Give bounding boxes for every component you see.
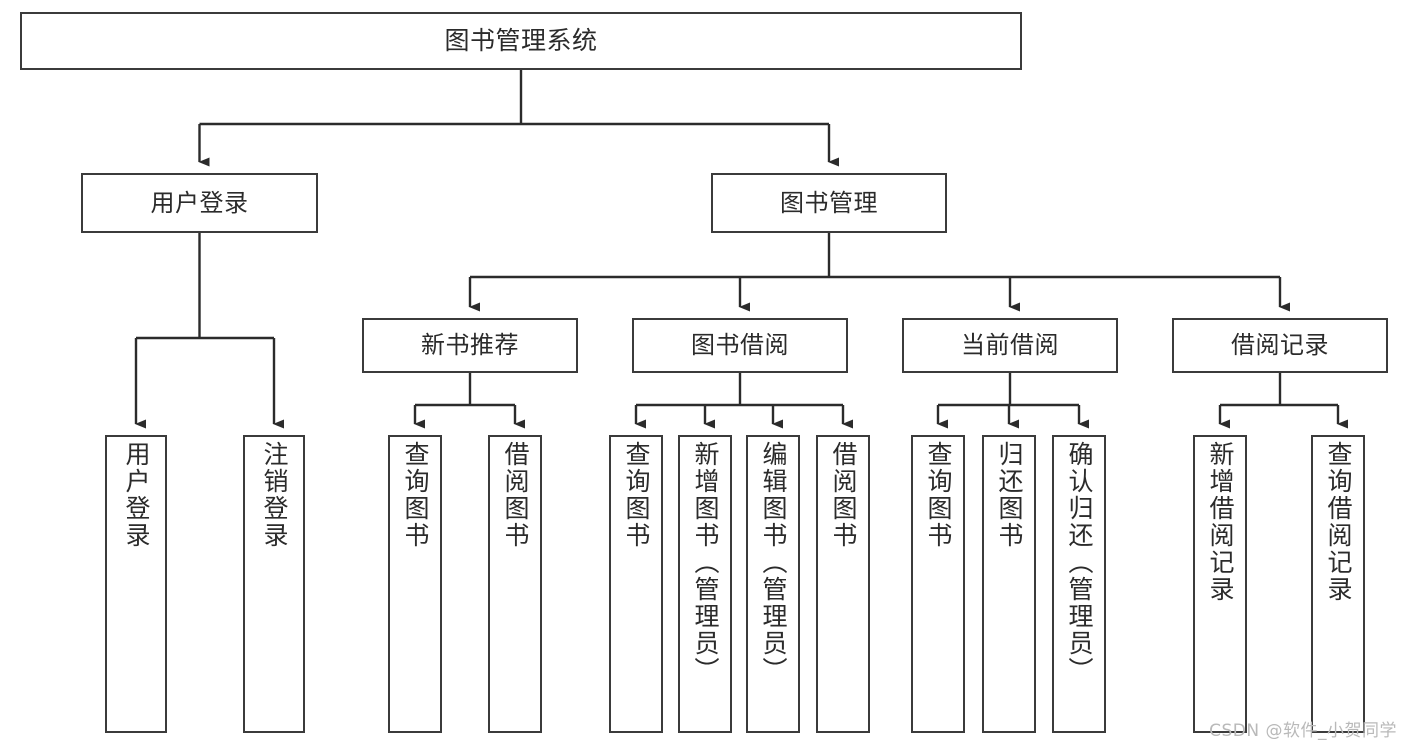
leaf-query-borrow-record[interactable]: 查询借阅记录 [1311,435,1365,733]
node-label: 借阅图书 [501,441,530,549]
node-new-book-recommend[interactable]: 新书推荐 [362,318,578,373]
node-label: 当前借阅 [961,331,1059,360]
node-label: 注销登录 [260,441,289,549]
node-label: 用户登录 [150,188,249,217]
leaf-query-book-3[interactable]: 查询图书 [911,435,965,733]
node-label: 归还图书 [995,441,1024,549]
node-label: 新书推荐 [421,331,519,360]
node-root-system[interactable]: 图书管理系统 [20,12,1022,70]
node-label: 图书管理 [780,188,878,217]
leaf-return-book[interactable]: 归还图书 [982,435,1036,733]
node-book-borrow[interactable]: 图书借阅 [632,318,848,373]
node-book-management[interactable]: 图书管理 [711,173,947,233]
node-label: 确认归还（管理员） [1065,441,1094,684]
node-current-borrow[interactable]: 当前借阅 [902,318,1118,373]
node-label: 查询图书 [924,441,953,549]
node-user-login[interactable]: 用户登录 [81,173,318,233]
leaf-edit-book[interactable]: 编辑图书（管理员） [746,435,800,733]
node-label: 图书借阅 [691,331,789,360]
leaf-borrow-book-1[interactable]: 借阅图书 [488,435,542,733]
node-label: 编辑图书（管理员） [759,441,788,684]
leaf-user-login[interactable]: 用户登录 [105,435,167,733]
csdn-watermark: CSDN @软件_小贺同学 [1209,721,1397,741]
node-label: 查询借阅记录 [1324,441,1353,603]
leaf-confirm-return[interactable]: 确认归还（管理员） [1052,435,1106,733]
leaf-add-borrow-record[interactable]: 新增借阅记录 [1193,435,1247,733]
leaf-query-book-1[interactable]: 查询图书 [388,435,442,733]
node-label: 借阅记录 [1231,331,1329,360]
leaf-borrow-book-2[interactable]: 借阅图书 [816,435,870,733]
node-label: 图书管理系统 [444,26,598,55]
node-label: 用户登录 [122,441,151,549]
leaf-query-book-2[interactable]: 查询图书 [609,435,663,733]
node-label: 查询图书 [622,441,651,549]
node-label: 新增图书（管理员） [691,441,720,684]
node-label: 借阅图书 [829,441,858,549]
leaf-user-logout[interactable]: 注销登录 [243,435,305,733]
node-label: 新增借阅记录 [1206,441,1235,603]
node-borrow-record[interactable]: 借阅记录 [1172,318,1388,373]
leaf-add-book[interactable]: 新增图书（管理员） [678,435,732,733]
node-label: 查询图书 [401,441,430,549]
